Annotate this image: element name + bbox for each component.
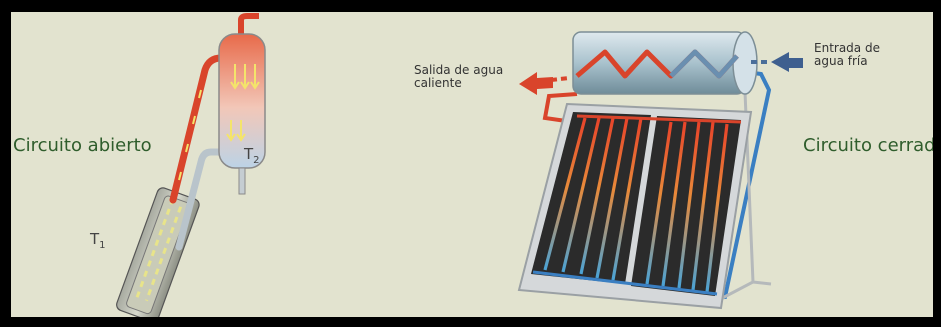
outlet-pipe bbox=[238, 13, 259, 36]
inlet-label-line1: Entrada de bbox=[814, 41, 880, 55]
outlet-label-line2: caliente bbox=[414, 76, 462, 90]
t1-subscript: 1 bbox=[99, 240, 106, 251]
vacuum-collector-tube bbox=[116, 187, 200, 317]
inlet-label-line2: agua fría bbox=[814, 54, 868, 68]
hot-connector-pipe bbox=[542, 92, 578, 124]
open-circuit-label: Circuito abierto bbox=[13, 135, 152, 156]
closed-circuit-system bbox=[517, 31, 803, 310]
t2-letter: T bbox=[244, 145, 254, 163]
solar-heater-illustration bbox=[116, 13, 803, 317]
hot-water-down-arrows bbox=[226, 64, 260, 142]
hot-outlet-arrow bbox=[519, 72, 570, 95]
closed-circuit-label: Circuito cerrado bbox=[803, 135, 933, 156]
cold-inlet-arrow bbox=[751, 52, 803, 72]
absorber-tubes bbox=[543, 117, 729, 293]
tank-drain bbox=[238, 167, 246, 195]
cold-return-pipe bbox=[175, 148, 223, 251]
t2-subscript: 2 bbox=[253, 155, 260, 166]
t1-label: T1 bbox=[90, 230, 106, 251]
t2-label: T2 bbox=[244, 145, 260, 166]
outlet-label: Salida de agua caliente bbox=[414, 64, 503, 90]
storage-cylinder bbox=[572, 31, 758, 95]
support-frame bbox=[710, 91, 772, 306]
open-circuit-system bbox=[116, 13, 266, 317]
t1-letter: T bbox=[90, 230, 100, 248]
flat-plate-collector bbox=[517, 102, 753, 310]
diagram-panel: Circuito abierto Circuito cerrado Salida… bbox=[11, 12, 933, 317]
inlet-label: Entrada de agua fría bbox=[814, 42, 880, 68]
outlet-label-line1: Salida de agua bbox=[414, 63, 504, 77]
